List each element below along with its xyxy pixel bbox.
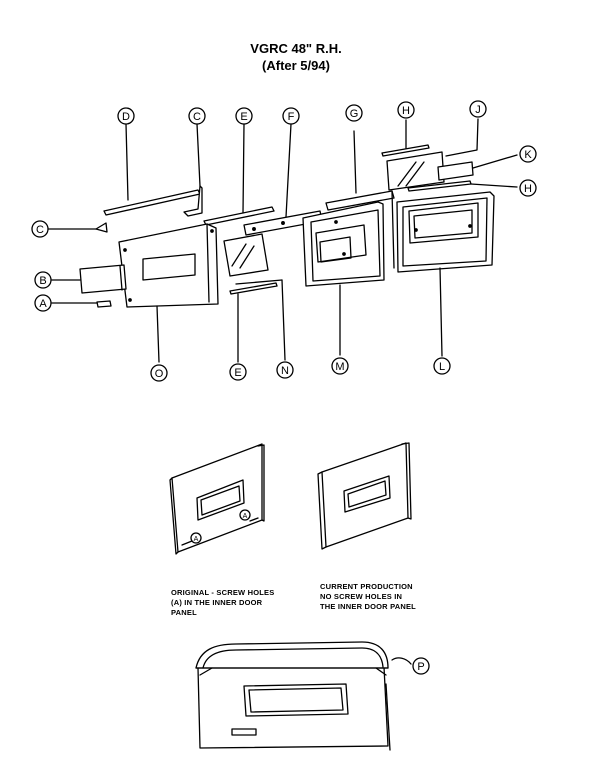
callout-n: N bbox=[276, 361, 294, 379]
part-n-glass bbox=[223, 233, 286, 361]
svg-text:H: H bbox=[402, 105, 410, 117]
part-c-bracket bbox=[183, 123, 203, 217]
svg-text:A: A bbox=[194, 536, 199, 543]
note-original-line2: (A) IN THE INNER DOOR bbox=[171, 598, 263, 607]
callout-f: F bbox=[282, 107, 300, 125]
part-c-clip bbox=[47, 222, 108, 233]
svg-text:L: L bbox=[439, 361, 445, 373]
part-l-outer-panel bbox=[396, 191, 495, 357]
note-current-line2: NO SCREW HOLES IN bbox=[320, 592, 403, 601]
callout-j: J bbox=[469, 100, 487, 118]
callout-b: B bbox=[34, 271, 52, 289]
part-b-trim bbox=[51, 264, 127, 294]
svg-text:K: K bbox=[524, 149, 532, 161]
svg-text:N: N bbox=[281, 365, 289, 377]
svg-text:A: A bbox=[243, 513, 248, 520]
callout-h-lower: H bbox=[519, 179, 537, 197]
part-k-box bbox=[437, 154, 518, 181]
svg-text:B: B bbox=[39, 275, 46, 287]
svg-text:C: C bbox=[36, 224, 44, 236]
note-current: CURRENT PRODUCTION NO SCREW HOLES IN THE… bbox=[320, 582, 460, 612]
callout-k: K bbox=[519, 145, 537, 163]
callout-a-original-right: A bbox=[239, 509, 251, 521]
part-h-rod-upper bbox=[381, 119, 430, 157]
svg-text:J: J bbox=[475, 104, 481, 116]
part-d-rod bbox=[103, 123, 201, 216]
part-e-rod-upper bbox=[203, 123, 275, 226]
svg-text:E: E bbox=[240, 111, 247, 123]
callout-p: P bbox=[412, 657, 430, 675]
part-a-clip bbox=[51, 300, 112, 308]
svg-text:F: F bbox=[288, 111, 295, 123]
diagram-title-line1: VGRC 48" R.H. bbox=[250, 41, 342, 56]
callout-e-lower: E bbox=[229, 363, 247, 381]
svg-text:A: A bbox=[39, 298, 47, 310]
svg-text:O: O bbox=[155, 368, 164, 380]
part-p-outer-door bbox=[195, 641, 412, 751]
svg-text:P: P bbox=[417, 661, 424, 673]
callout-l: L bbox=[433, 357, 451, 375]
callout-a-original-left: A bbox=[190, 532, 202, 544]
note-current-line3: THE INNER DOOR PANEL bbox=[320, 602, 416, 611]
part-h-rod-lower bbox=[407, 180, 518, 192]
svg-text:E: E bbox=[234, 367, 241, 379]
svg-text:D: D bbox=[122, 111, 130, 123]
callout-m: M bbox=[331, 357, 349, 375]
svg-text:C: C bbox=[193, 111, 201, 123]
callout-d: D bbox=[117, 107, 135, 125]
note-original-line3: PANEL bbox=[171, 608, 197, 617]
svg-text:H: H bbox=[524, 183, 532, 195]
part-o-inner-panel bbox=[118, 223, 219, 363]
note-current-line1: CURRENT PRODUCTION bbox=[320, 582, 413, 591]
svg-text:G: G bbox=[350, 108, 359, 120]
callout-e-upper: E bbox=[235, 107, 253, 125]
callout-g: G bbox=[345, 104, 363, 122]
note-original: ORIGINAL - SCREW HOLES (A) IN THE INNER … bbox=[171, 588, 311, 618]
callout-h-upper: H bbox=[397, 101, 415, 119]
part-j-glass bbox=[386, 118, 479, 191]
callout-o: O bbox=[150, 364, 168, 382]
part-g-frame bbox=[325, 130, 395, 269]
callout-c-upper: C bbox=[188, 107, 206, 125]
callout-c-lower: C bbox=[31, 220, 49, 238]
note-original-line1: ORIGINAL - SCREW HOLES bbox=[171, 588, 275, 597]
callout-a: A bbox=[34, 294, 52, 312]
diagram-title-line2: (After 5/94) bbox=[262, 58, 330, 73]
current-inner-panel bbox=[317, 442, 412, 550]
original-inner-panel: A A bbox=[169, 443, 265, 555]
part-e-rod-lower bbox=[229, 282, 278, 363]
part-m-middle-panel bbox=[302, 201, 385, 356]
svg-text:M: M bbox=[335, 361, 344, 373]
